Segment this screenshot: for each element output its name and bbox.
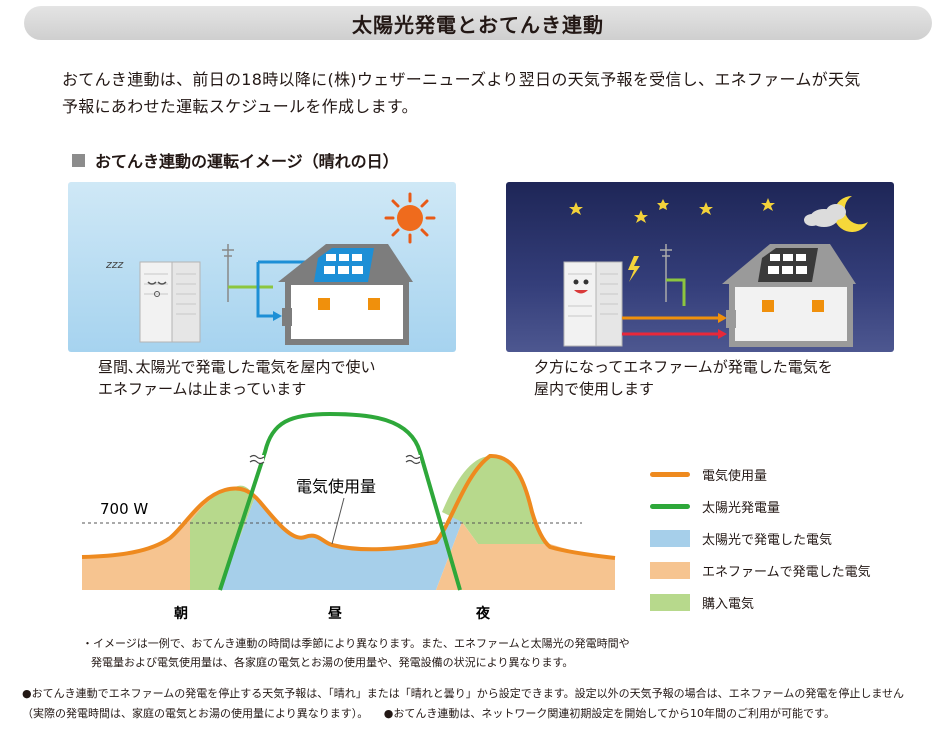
sun-icon (384, 192, 436, 244)
legend-swatch (650, 561, 690, 579)
usage-line (81, 453, 616, 560)
x-label-morning: 朝 (174, 605, 188, 622)
legend-purchase-area: 購入電気 (650, 586, 871, 618)
enefarm-unit-icon (563, 261, 623, 347)
area-purchase-morning (190, 485, 255, 590)
footer-notes: ●おてんき連動でエネファームの発電を停止する天気予報は、「晴れ」または「晴れと曇… (22, 684, 947, 724)
legend-solar-area: 太陽光で発電した電気 (650, 522, 871, 554)
lightning-icon (628, 256, 640, 282)
note-line-1: ・イメージは一例で、おてんき連動の時間は季節により異なります。また、エネファーム… (82, 637, 630, 650)
night-caption: 夕方になってエネファームが発電した電気を 屋内で使用します (534, 356, 833, 400)
annotation-pointer (331, 497, 345, 545)
legend-label: 太陽光で発電した電気 (702, 532, 833, 548)
legend-solar: 太陽光発電量 (650, 490, 871, 522)
section-heading: おてんき連動の運転イメージ（晴れの日） (72, 148, 399, 172)
x-label-noon: 昼 (328, 606, 342, 622)
legend-usage: 電気使用量 (650, 458, 871, 490)
night-illustration (506, 182, 894, 352)
usage-annotation: 電気使用量 (296, 477, 376, 496)
utility-pole-icon (222, 244, 234, 302)
solar-panel-icon (314, 248, 374, 282)
chart-legend: 電気使用量 太陽光発電量 太陽光で発電した電気 エネファームで発電した電気 購入… (650, 458, 871, 618)
day-illustration: zzz (68, 182, 456, 352)
legend-label: 太陽光発電量 (702, 500, 781, 516)
legend-swatch (650, 503, 690, 509)
legend-enefarm-area: エネファームで発電した電気 (650, 554, 871, 586)
night-caption-line-2: 屋内で使用します (534, 380, 655, 398)
note-line-2: 発電量および電気使用量は、各家庭の電気とお湯の使用量や、発電設備の状況により異な… (91, 656, 574, 669)
footer-line-2b: ●おてんき連動は、ネットワーク関連初期設定を開始してから10年間のご利用が可能で… (383, 707, 835, 720)
intro-line-1: おてんき連動は、前日の18時以降に(株)ウェザーニューズより翌日の天気予報を受信… (62, 70, 861, 89)
intro-text: おてんき連動は、前日の18時以降に(株)ウェザーニューズより翌日の天気予報を受信… (62, 66, 932, 120)
threshold-label: 700 W (100, 500, 148, 518)
star-icon (569, 198, 775, 223)
moon-icon (833, 195, 868, 232)
x-label-night: 夜 (475, 605, 491, 622)
section-heading-text: おてんき連動の運転イメージ（晴れの日） (95, 152, 399, 171)
night-caption-line-1: 夕方になってエネファームが発電した電気を (534, 358, 833, 376)
chart-note: ・イメージは一例で、おてんき連動の時間は季節により異なります。また、エネファーム… (82, 634, 630, 672)
legend-label: 購入電気 (702, 596, 755, 612)
axis-break-icon (249, 454, 421, 465)
square-bullet-icon (72, 153, 85, 167)
sleep-text: zzz (105, 258, 124, 271)
intro-line-2: 予報にあわせた運転スケジュールを作成します。 (62, 97, 418, 116)
legend-label: エネファームで発電した電気 (702, 564, 871, 580)
energy-chart: 700 W 電気使用量 朝 昼 夜 (81, 411, 616, 622)
utility-pole-icon (660, 244, 672, 302)
day-caption: 昼間､太陽光で発電した電気を屋内で使い エネファームは止まっています (98, 356, 376, 400)
day-caption-line-1: 昼間､太陽光で発電した電気を屋内で使い (98, 358, 376, 376)
footer-line-2a: （実際の発電時間は、家庭の電気とお湯の使用量により異なります）。 (22, 707, 369, 720)
enefarm-unit-icon (139, 261, 201, 343)
area-enefarm-evening (436, 522, 615, 590)
solar-line (218, 411, 462, 591)
page-title: 太陽光発電とおてんき連動 (24, 6, 932, 40)
footer-line-1: ●おてんき連動でエネファームの発電を停止する天気予報は、「晴れ」または「晴れと曇… (22, 687, 905, 700)
area-solar-day (220, 497, 462, 590)
day-caption-line-2: エネファームは止まっています (98, 380, 307, 398)
legend-swatch (650, 471, 690, 477)
footer-line-2: （実際の発電時間は、家庭の電気とお湯の使用量により異なります）。 ●おてんき連動… (22, 704, 947, 724)
legend-swatch (650, 593, 690, 611)
area-enefarm-morning (82, 490, 225, 590)
legend-swatch (650, 529, 690, 547)
solar-panel-icon (758, 248, 818, 282)
legend-label: 電気使用量 (702, 468, 768, 484)
cloud-icon (804, 204, 846, 227)
